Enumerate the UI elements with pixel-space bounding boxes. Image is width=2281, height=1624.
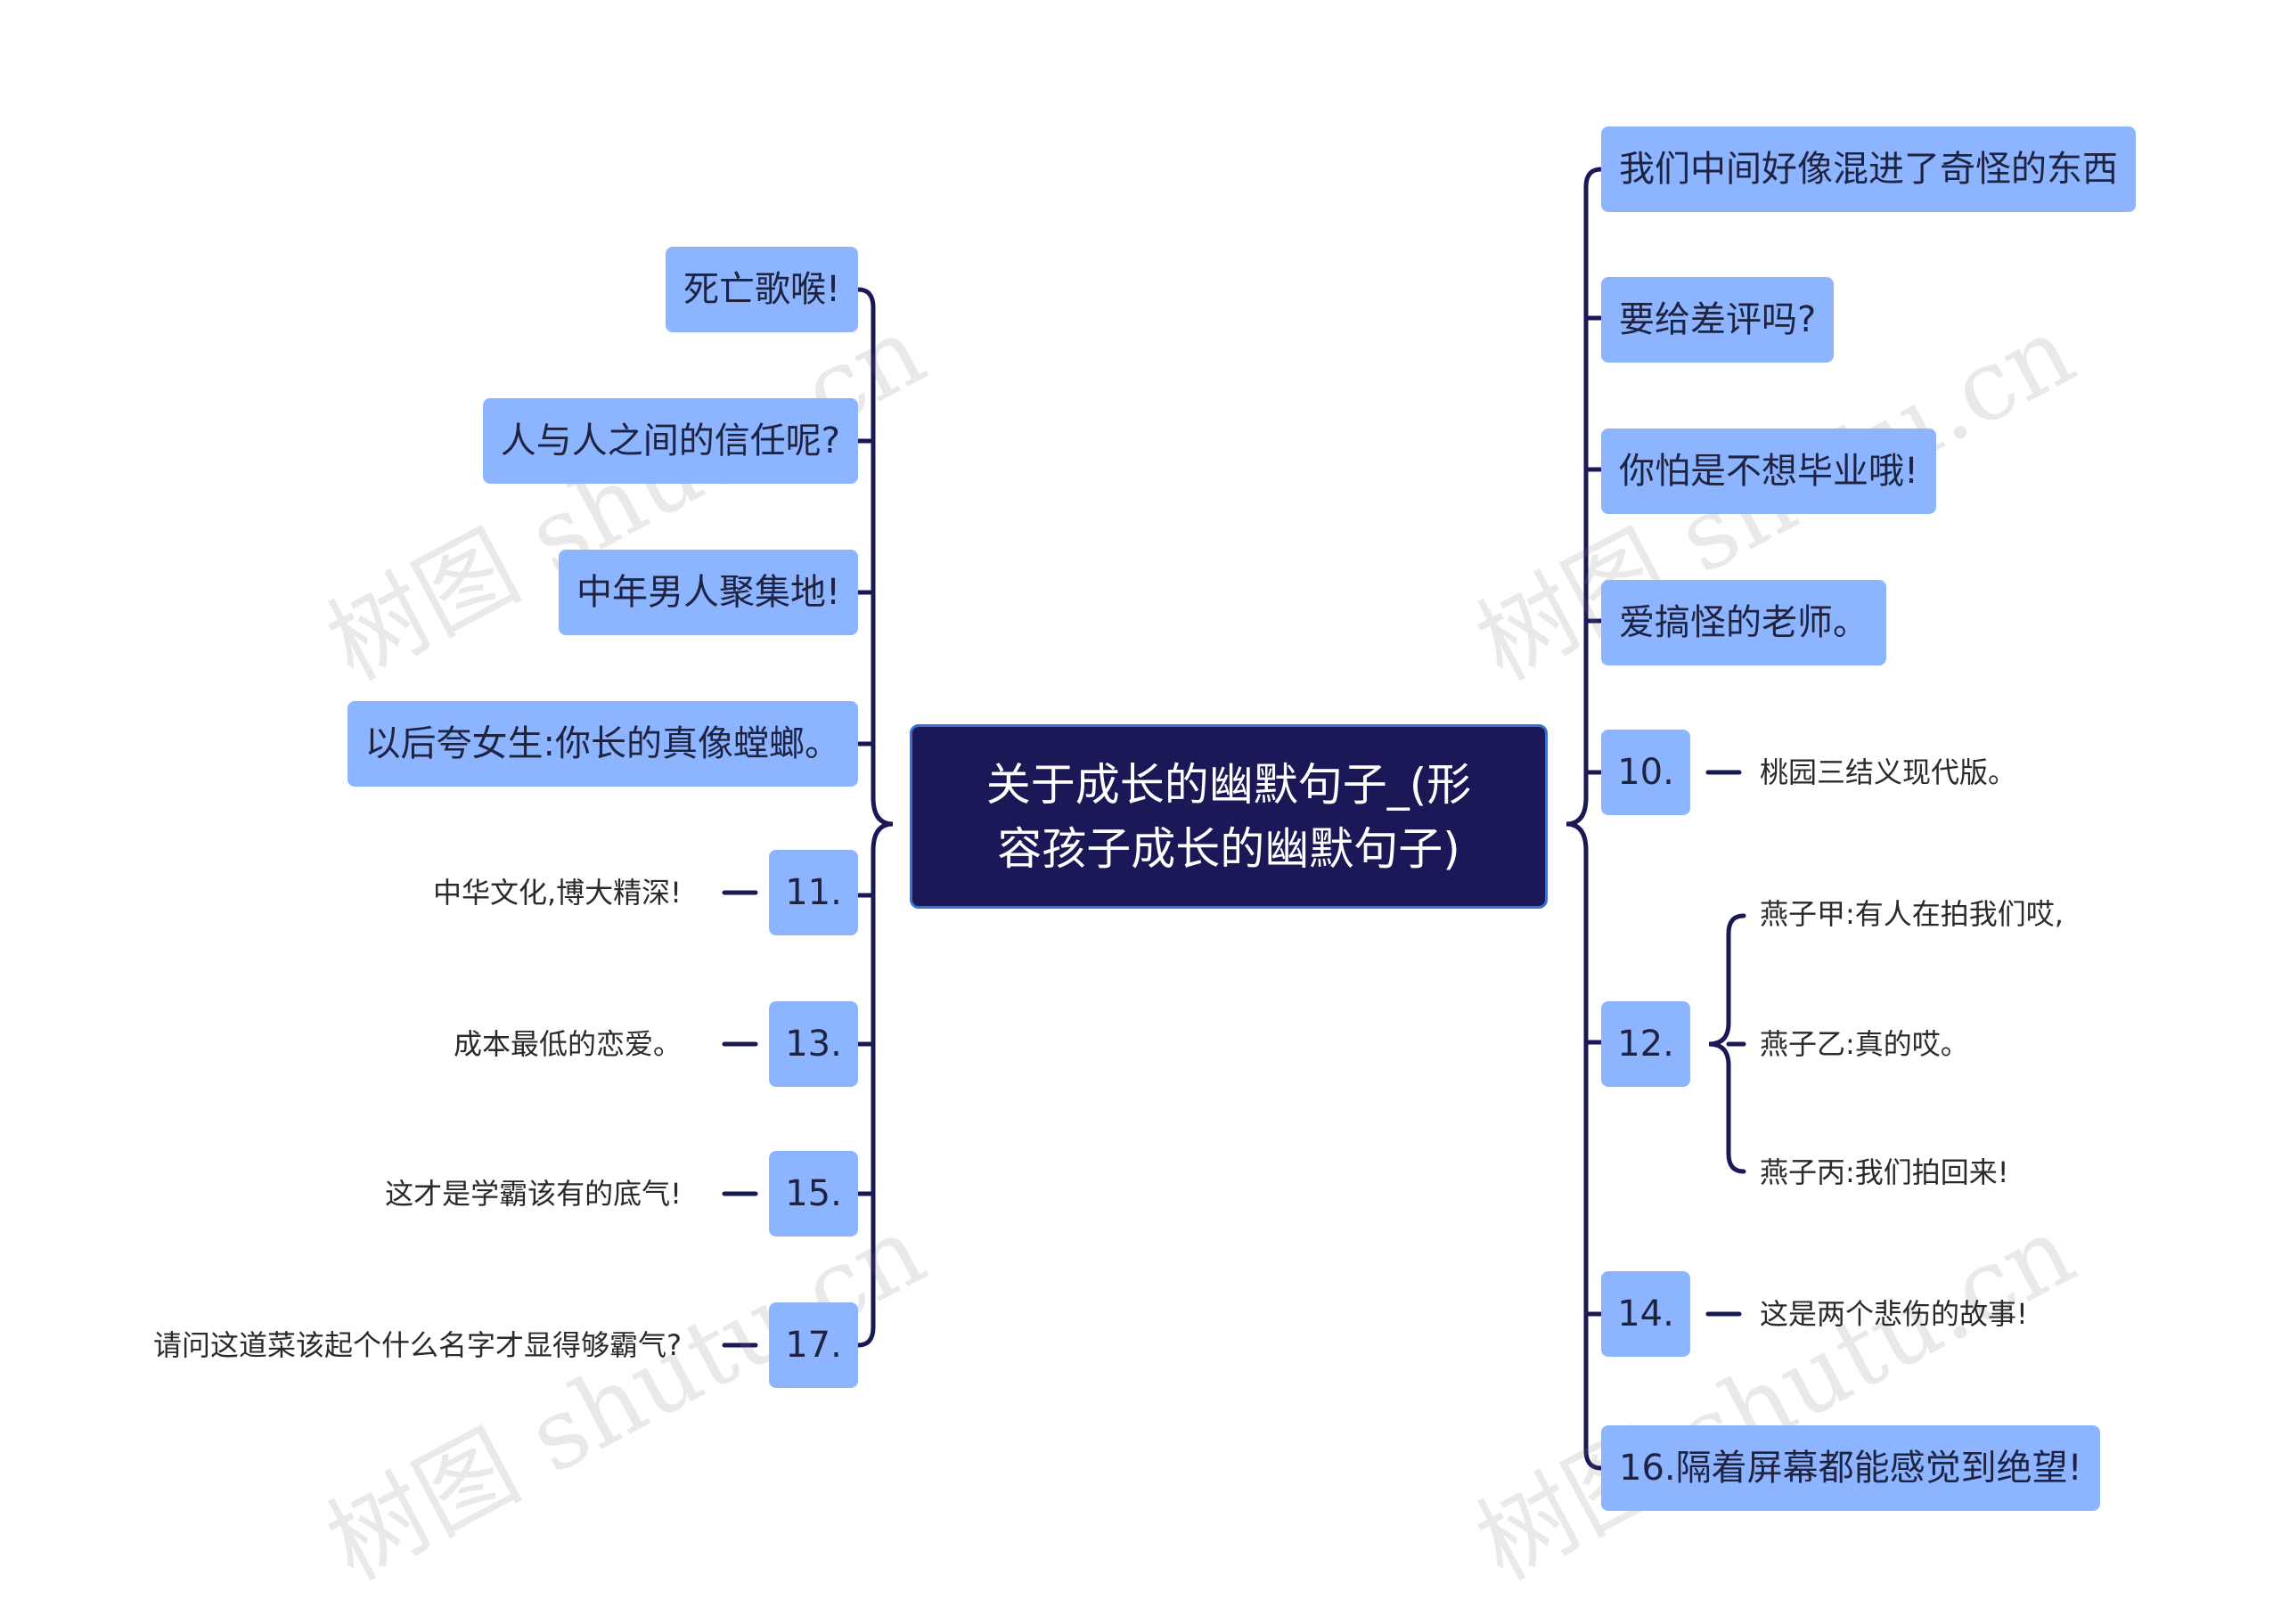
right-node-12[interactable]: 12.: [1601, 1001, 1690, 1087]
bracket-12: [1708, 913, 1746, 1174]
left-node-3[interactable]: 中年男人聚集地!: [558, 550, 858, 635]
left-node-11[interactable]: 11.: [769, 850, 858, 935]
root-title-line1: 关于成长的幽默句子_(形: [985, 758, 1472, 811]
left-node-15[interactable]: 15.: [769, 1151, 858, 1236]
left-node-1[interactable]: 死亡歌喉!: [665, 247, 858, 332]
leaf-12-b: 燕子乙:真的哎。: [1760, 1027, 1969, 1061]
left-bracket: [855, 287, 894, 1348]
left-node-17[interactable]: 17.: [769, 1302, 858, 1388]
leaf-13: 成本最低的恋爱。: [453, 1027, 682, 1061]
right-node-1[interactable]: 我们中间好像混进了奇怪的东西: [1601, 126, 2136, 212]
leaf-10: 桃园三结义现代版。: [1760, 755, 2017, 789]
right-node-3[interactable]: 你怕是不想毕业哦!: [1601, 428, 1937, 514]
leaf-12-a: 燕子甲:有人在拍我们哎,: [1760, 897, 2064, 931]
right-node-4[interactable]: 爱搞怪的老师。: [1601, 580, 1886, 665]
left-node-4[interactable]: 以后夸女生:你长的真像螳螂。: [347, 701, 858, 787]
left-node-13[interactable]: 13.: [769, 1001, 858, 1087]
root-node[interactable]: 关于成长的幽默句子_(形 容孩子成长的幽默句子): [910, 724, 1548, 909]
leaf-12-c: 燕子丙:我们拍回来!: [1760, 1155, 2009, 1189]
right-node-10[interactable]: 10.: [1601, 730, 1690, 815]
root-title-line2: 容孩子成长的幽默句子): [997, 822, 1460, 875]
left-node-2[interactable]: 人与人之间的信任呢?: [482, 398, 858, 484]
right-node-14[interactable]: 14.: [1601, 1271, 1690, 1357]
leaf-15: 这才是学霸该有的底气!: [385, 1177, 682, 1211]
leaf-17: 请问这道菜该起个什么名字才显得够霸气?: [153, 1328, 682, 1362]
leaf-11: 中华文化,博大精深!: [432, 876, 682, 910]
right-bracket: [1566, 167, 1604, 1471]
right-node-2[interactable]: 要给差评吗?: [1601, 277, 1835, 363]
leaf-14: 这是两个悲伤的故事!: [1760, 1297, 2028, 1331]
right-node-16[interactable]: 16.隔着屏幕都能感觉到绝望!: [1601, 1425, 2100, 1511]
